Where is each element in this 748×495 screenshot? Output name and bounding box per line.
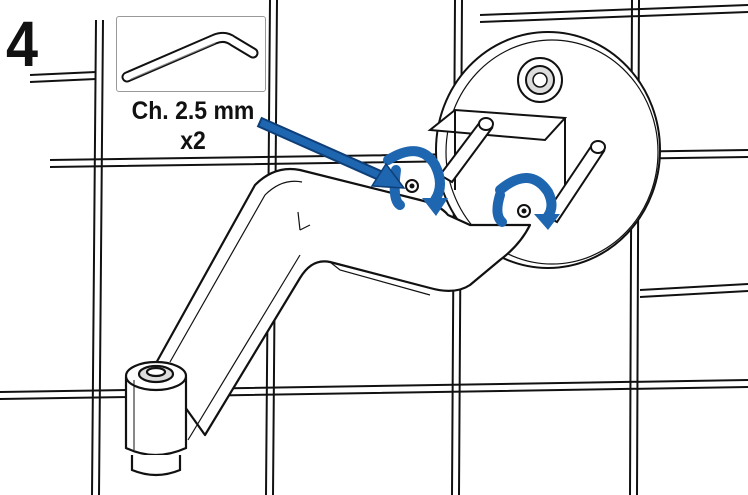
hex-key-icon xyxy=(121,31,259,83)
arm-bracket xyxy=(153,167,532,441)
pointer-arrow xyxy=(256,116,406,189)
mounting-plate xyxy=(435,31,661,269)
tool-size-label: Ch. 2.5 mm xyxy=(131,97,255,125)
mounting-studs xyxy=(438,117,606,224)
tool-quantity-label: x2 xyxy=(180,127,206,155)
screws xyxy=(405,179,531,218)
tool-box xyxy=(116,16,266,92)
pivot-post xyxy=(124,360,188,477)
rotate-clockwise-icon-2 xyxy=(492,173,560,230)
step-number: 4 xyxy=(6,8,39,80)
rotate-clockwise-icon xyxy=(383,146,448,216)
tool-label: Ch. 2.5 mm x2 xyxy=(115,96,271,156)
